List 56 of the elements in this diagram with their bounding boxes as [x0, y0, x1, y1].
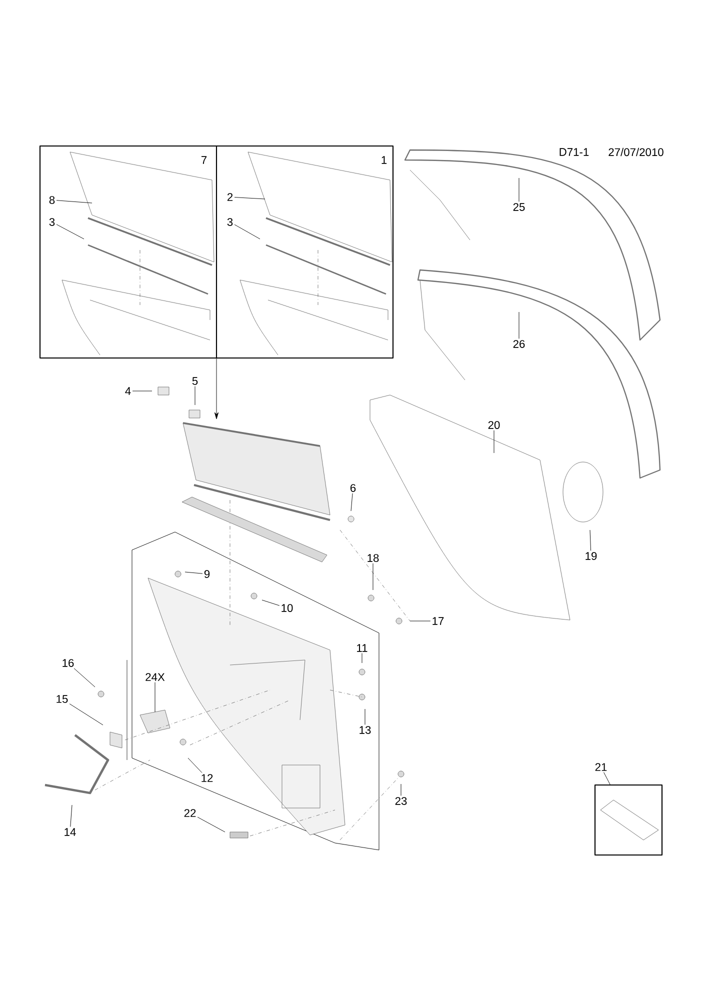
leader-line	[69, 704, 104, 726]
leader-line	[194, 386, 196, 406]
leader-line	[590, 530, 592, 551]
arrow	[214, 358, 219, 420]
leader-line	[154, 682, 156, 712]
leader-line	[410, 620, 431, 622]
callout-number: 20	[488, 421, 500, 429]
callout-number: 15	[56, 695, 68, 703]
callout-number: 24X	[146, 673, 165, 681]
callout-number: 26	[513, 340, 525, 348]
callout-number: 18	[368, 554, 379, 562]
leader-line	[372, 563, 374, 590]
callout-number: 9	[204, 570, 210, 578]
callout-number: 17	[432, 617, 444, 625]
callout-number: 6	[350, 484, 356, 492]
leader-line	[70, 804, 72, 827]
leader-line	[234, 197, 266, 200]
callout-number: 22	[184, 809, 196, 817]
leader-line	[604, 772, 610, 785]
callout-number: 11	[357, 644, 368, 652]
leader-line	[56, 224, 84, 240]
inset-frame	[39, 145, 394, 359]
callout-number: 14	[64, 828, 76, 836]
leader-line	[350, 493, 353, 512]
leader-line	[197, 816, 226, 832]
callout-number: 13	[360, 726, 371, 734]
date-text: 27/07/2010	[608, 148, 664, 156]
leader-line	[56, 200, 92, 204]
callout-number: 3	[49, 218, 55, 226]
sunshade-drawing	[182, 422, 330, 562]
callout-number: 10	[282, 604, 293, 612]
leader-line	[364, 708, 366, 725]
callout-number: 23	[395, 797, 407, 805]
leader-line	[400, 784, 402, 796]
callout-number: 8	[49, 196, 55, 204]
callout-number: 5	[192, 377, 198, 385]
callout-number: 12	[202, 774, 213, 782]
callout-number: 7	[201, 156, 207, 164]
leader-line	[132, 390, 152, 392]
callout-number: 21	[595, 763, 607, 771]
callout-number: 25	[513, 203, 525, 211]
leader-line	[234, 224, 260, 240]
inset-box	[594, 784, 663, 856]
callout-number: 4	[125, 387, 131, 395]
leader-line	[518, 312, 520, 339]
leader-line	[518, 178, 520, 202]
drawing-code: D71-1	[560, 148, 589, 156]
callout-number: 3	[227, 218, 233, 226]
leader-line	[188, 758, 202, 773]
callout-number: 19	[586, 552, 597, 560]
callout-number: 2	[227, 193, 233, 201]
leader-line	[262, 600, 280, 606]
callout-number: 1	[382, 156, 387, 164]
leader-line	[74, 668, 96, 688]
leader-line	[184, 572, 203, 574]
callout-number: 16	[62, 659, 74, 667]
